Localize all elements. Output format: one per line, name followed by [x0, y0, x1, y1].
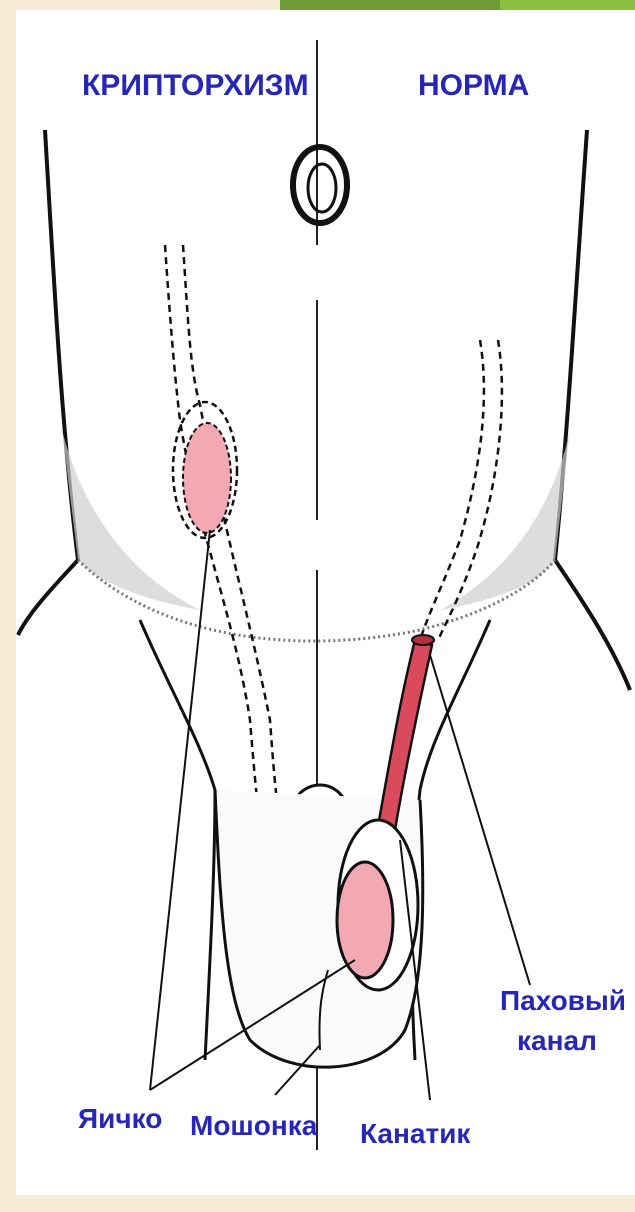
label-normal: НОРМА — [418, 69, 529, 102]
inguinal-path-left-inner — [183, 245, 295, 880]
body-outline-right — [555, 130, 630, 690]
label-testis: Яичко — [78, 1103, 162, 1134]
body-outline-left — [18, 130, 78, 635]
groin-shading-left — [62, 430, 200, 610]
label-cord: Канатик — [360, 1118, 471, 1149]
inguinal-ring — [412, 635, 434, 645]
pointer-testis-1 — [150, 530, 210, 1090]
label-cryptorchidism: КРИПТОРХИЗМ — [82, 69, 309, 102]
navel-icon — [293, 147, 347, 223]
groin-shading-right — [440, 430, 570, 610]
label-canal-line2: канал — [517, 1025, 597, 1056]
label-scrotum: Мошонка — [190, 1110, 318, 1141]
label-canal-line1: Паховый — [500, 985, 626, 1016]
pointer-canal — [430, 655, 530, 985]
undescended-testis — [183, 423, 231, 533]
descended-testis — [337, 862, 393, 978]
